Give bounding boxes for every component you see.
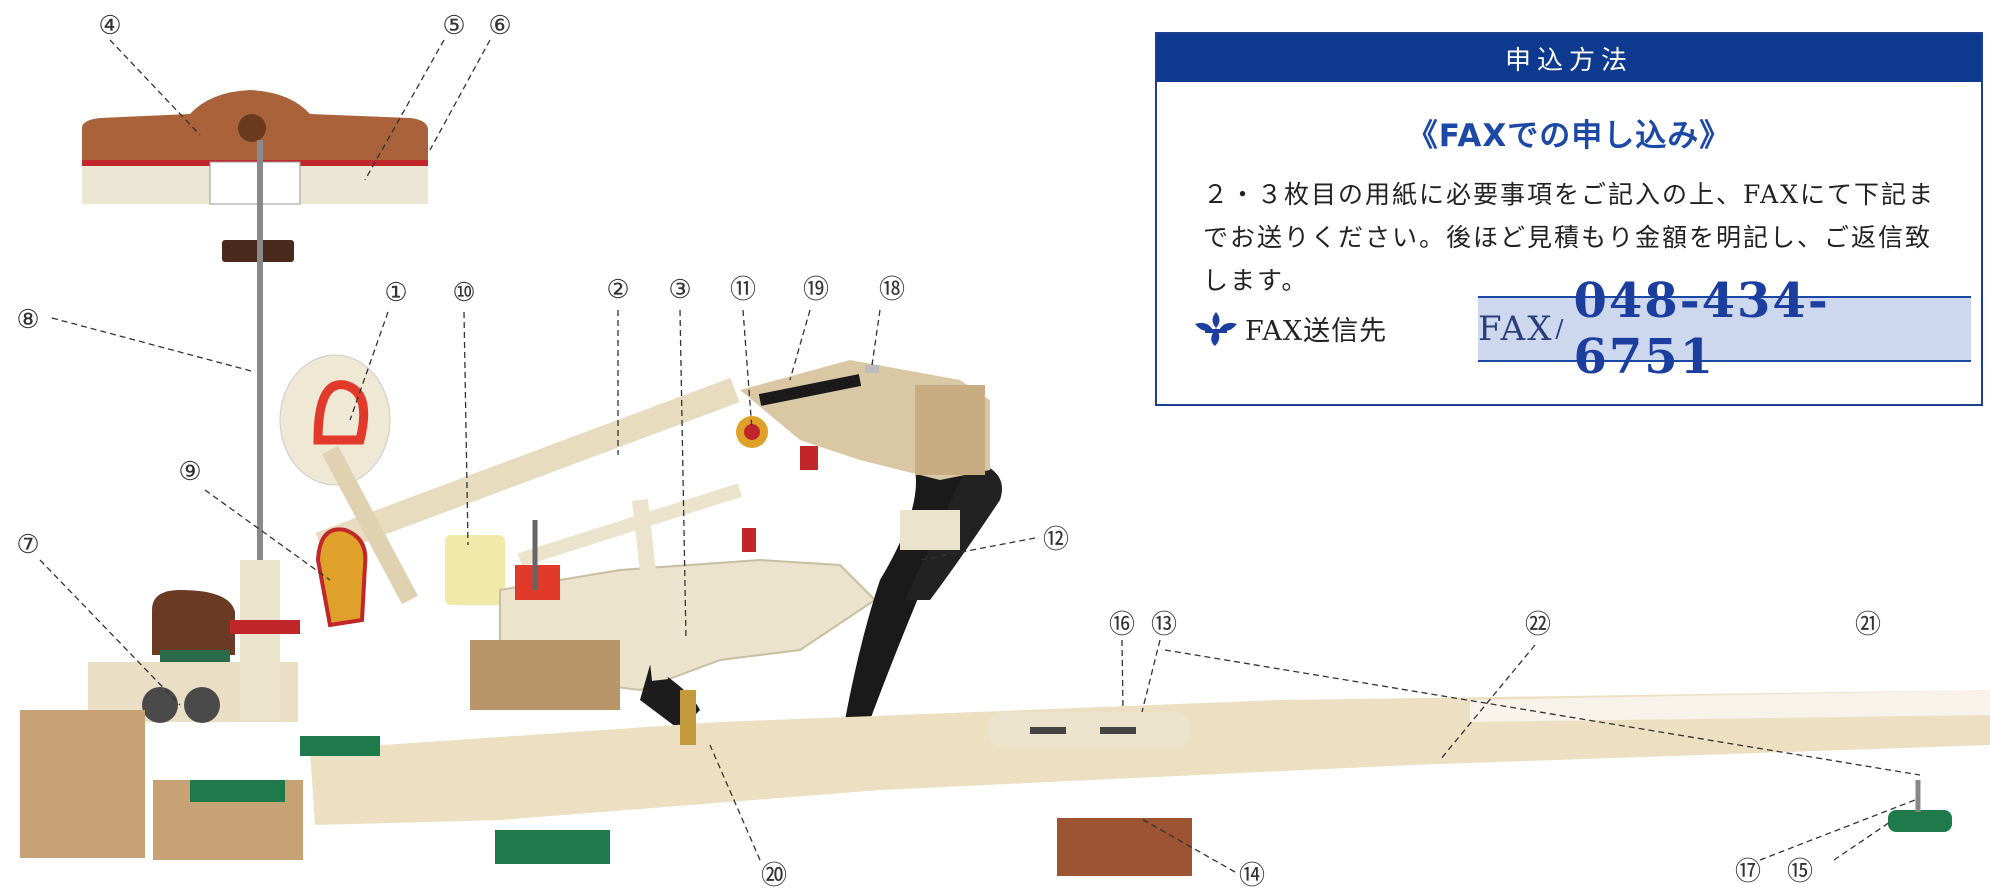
action-head	[736, 360, 990, 552]
callout-12: ⑫	[1042, 525, 1070, 555]
fax-number[interactable]: 048-434-6751	[1573, 273, 1830, 385]
application-method-box: 申込方法 《FAXでの申し込み》 ２・３枚目の用紙に必要事項をご記入の上、FAX…	[1155, 32, 1983, 406]
application-instructions: ２・３枚目の用紙に必要事項をご記入の上、FAXにて下記までお送りください。後ほど…	[1203, 180, 1936, 295]
fax-number-box: FAX / 048-434-6751	[1478, 273, 1971, 385]
callout-8: ⑧	[16, 305, 40, 335]
callout-4: ④	[98, 11, 122, 41]
fax-destination-label: FAX送信先	[1193, 308, 1387, 348]
callout-10: ⑩	[452, 278, 476, 308]
fax-row: FAX送信先 FAX / 048-434-6751	[1193, 273, 1973, 385]
callout-15: ⑮	[1786, 857, 1814, 887]
damper-block	[82, 90, 428, 262]
callout-7: ⑦	[16, 530, 40, 560]
callout-17: ⑰	[1734, 857, 1762, 887]
wippen-assembly	[470, 483, 877, 730]
application-method-header: 申込方法	[1157, 34, 1981, 82]
fax-prefix: FAX	[1478, 309, 1554, 349]
callout-2: ②	[606, 275, 630, 305]
callout-13: ⑬	[1150, 610, 1178, 640]
callout-14: ⑭	[1238, 861, 1266, 891]
callout-16: ⑯	[1108, 610, 1136, 640]
callout-20: ⑳	[760, 861, 788, 891]
fax-separator: /	[1555, 315, 1564, 343]
jack-assembly	[88, 560, 300, 723]
callout-1: ①	[384, 278, 408, 308]
fax-destination-text: FAX送信先	[1245, 315, 1388, 347]
hammer	[279, 354, 740, 605]
callout-21: ㉑	[1854, 610, 1882, 640]
fleur-de-lis-icon	[1195, 312, 1237, 346]
leader-lines	[39, 39, 1921, 873]
fax-application-subtitle: 《FAXでの申し込み》	[1406, 118, 1732, 154]
callout-3: ③	[668, 275, 692, 305]
callout-11: ⑪	[729, 275, 757, 305]
callout-19: ⑲	[802, 275, 830, 305]
callout-6: ⑥	[488, 11, 512, 41]
callout-18: ⑱	[878, 275, 906, 305]
callout-5: ⑤	[442, 11, 466, 41]
callout-9: ⑨	[178, 457, 202, 487]
key-lever	[300, 690, 1990, 876]
callout-22: ㉒	[1524, 610, 1552, 640]
